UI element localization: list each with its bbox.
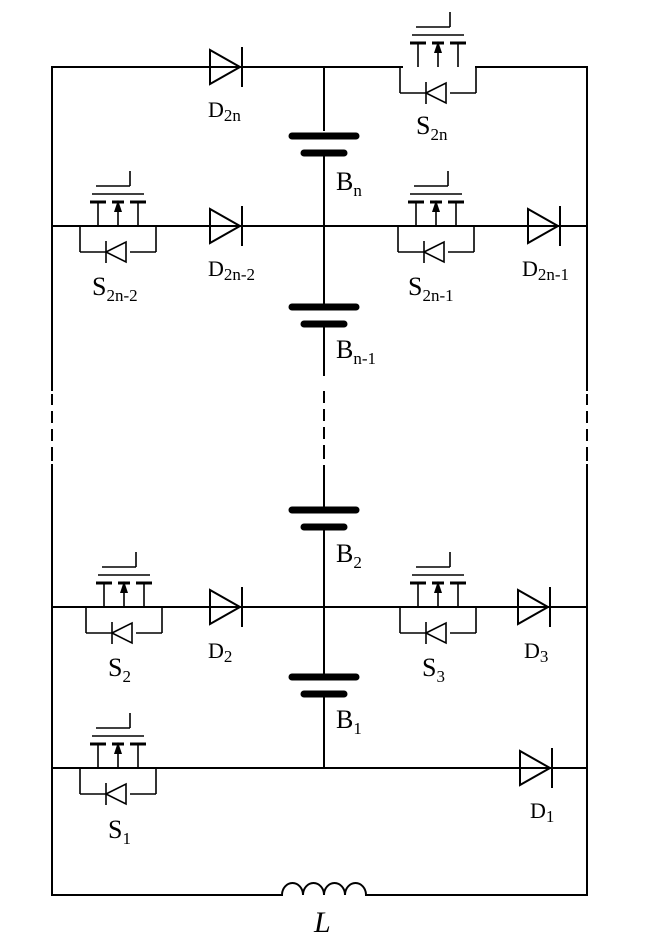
label-d3: D3 bbox=[524, 638, 548, 666]
mosfet-s2n bbox=[398, 10, 478, 106]
diode-d2n bbox=[209, 47, 243, 87]
mosfet-s3 bbox=[398, 550, 478, 646]
battery-bn bbox=[288, 132, 360, 157]
label-s2n-1: S2n-1 bbox=[408, 272, 454, 305]
label-d2n: D2n bbox=[208, 97, 241, 125]
mosfet-s1 bbox=[78, 711, 158, 807]
inductor-l bbox=[280, 882, 368, 897]
label-s1: S1 bbox=[108, 815, 131, 848]
label-b2: B2 bbox=[336, 539, 362, 572]
label-s3: S3 bbox=[422, 653, 445, 686]
diode-d2 bbox=[209, 587, 243, 627]
label-b1: B1 bbox=[336, 705, 362, 738]
label-s2n-2: S2n-2 bbox=[92, 272, 138, 305]
battery-b2 bbox=[288, 506, 360, 531]
diode-d1 bbox=[519, 748, 553, 788]
label-s2n: S2n bbox=[416, 111, 448, 144]
label-d2n-2: D2n-2 bbox=[208, 256, 255, 284]
battery-b1 bbox=[288, 673, 360, 698]
diode-d2n-1 bbox=[527, 206, 561, 246]
label-s2: S2 bbox=[108, 653, 131, 686]
label-d2n-1: D2n-1 bbox=[522, 256, 569, 284]
mosfet-s2 bbox=[84, 550, 164, 646]
diode-d2n-2 bbox=[209, 206, 243, 246]
diode-d3 bbox=[517, 587, 551, 627]
mosfet-s2n-2 bbox=[78, 169, 158, 265]
label-inductor: L bbox=[313, 906, 331, 939]
label-d2: D2 bbox=[208, 638, 232, 666]
horizontal-branches bbox=[51, 66, 588, 896]
mosfet-s2n-1 bbox=[396, 169, 476, 265]
label-bn-1: Bn-1 bbox=[336, 335, 376, 368]
battery-bn-1 bbox=[288, 303, 360, 328]
label-d1: D1 bbox=[530, 798, 554, 826]
label-bn: Bn bbox=[336, 167, 362, 200]
